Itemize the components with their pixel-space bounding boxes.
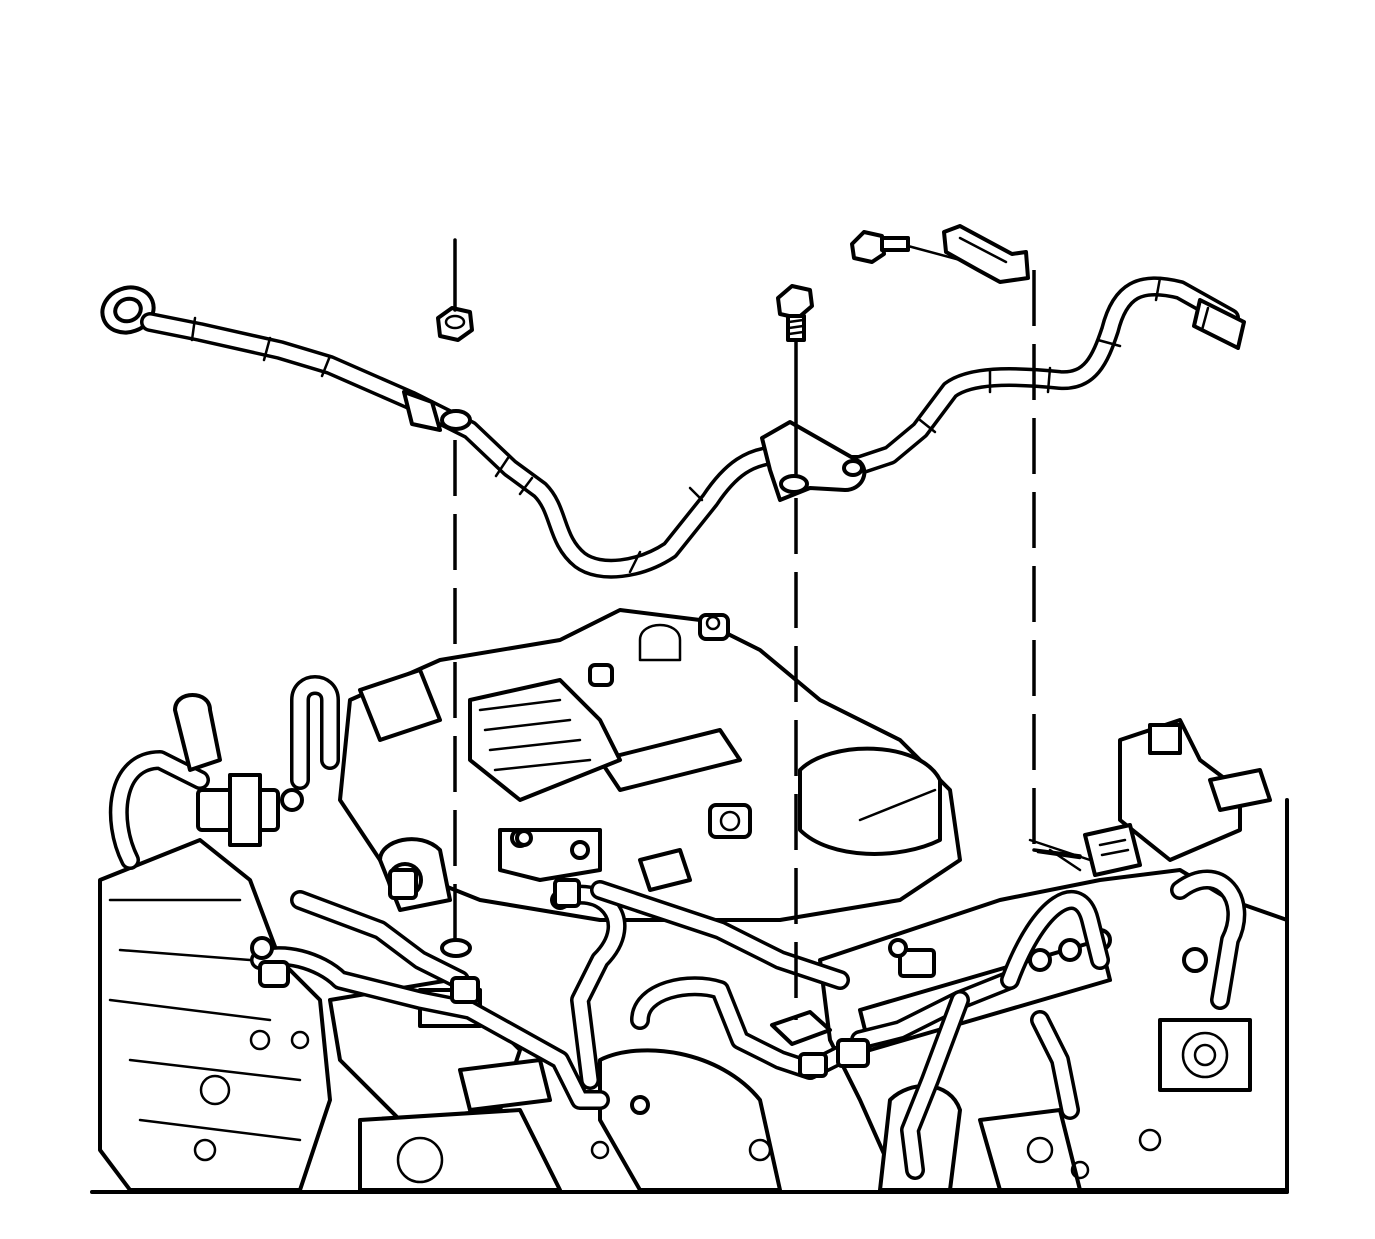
pipe-clip — [942, 224, 1030, 284]
pipe-nut — [436, 306, 474, 342]
pipe-bolt — [776, 284, 814, 342]
clip-bolt — [850, 230, 977, 266]
engine-assembly — [90, 608, 1289, 1194]
alignment-lines — [453, 238, 1082, 1020]
alignment-line-clip-horizontal — [1032, 848, 1082, 858]
fuel-feed-pipe — [100, 276, 1246, 579]
